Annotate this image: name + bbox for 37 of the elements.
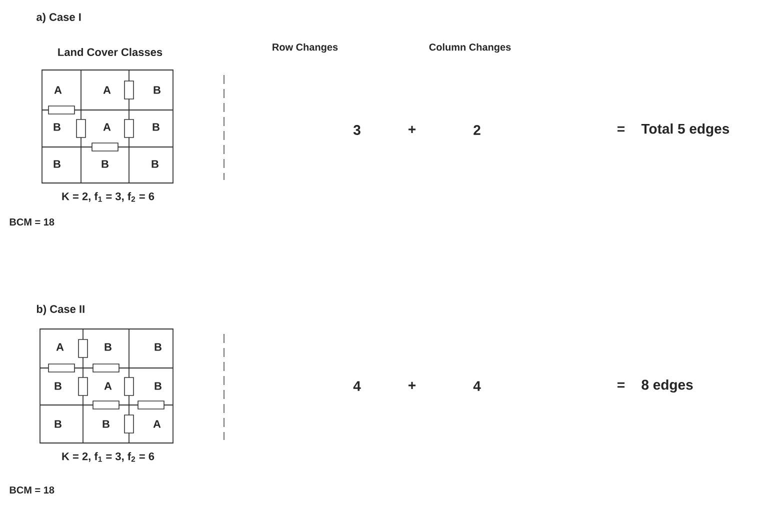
cell-letter: B bbox=[154, 343, 162, 351]
operator: = bbox=[618, 382, 625, 388]
count-value: 4 bbox=[473, 381, 481, 391]
operator: = bbox=[618, 126, 625, 132]
cell-letter: B bbox=[102, 160, 108, 168]
cell-letter: A bbox=[103, 123, 111, 131]
cell-letter: B bbox=[102, 420, 110, 428]
result-value: Total 5 edges bbox=[641, 123, 730, 137]
cell-letter: B bbox=[154, 86, 160, 94]
column-heading: Column Changes bbox=[429, 43, 511, 53]
operator: + bbox=[408, 126, 416, 133]
cell-letter: A bbox=[103, 86, 111, 94]
cell-letter: A bbox=[153, 420, 161, 428]
cell-letter: B bbox=[152, 123, 160, 131]
cell-letter: B bbox=[54, 160, 60, 168]
cell-letter: A bbox=[54, 86, 62, 94]
bcm-value: BCM = 18 bbox=[10, 218, 54, 226]
cell-letter: A bbox=[104, 382, 112, 390]
cell-letter: B bbox=[54, 420, 62, 428]
cell-letter: B bbox=[104, 343, 112, 351]
cell-letter: B bbox=[154, 382, 162, 390]
count-value: 4 bbox=[353, 381, 361, 391]
count-value: 2 bbox=[474, 125, 480, 135]
result-value: 8 edges bbox=[642, 379, 693, 393]
cell-letter: B bbox=[54, 123, 60, 131]
column-heading: Land Cover Classes bbox=[58, 48, 162, 56]
column-heading: Row Changes bbox=[272, 43, 338, 53]
bcm-value: BCM = 18 bbox=[10, 486, 54, 494]
parameter-text: K = 2, f$_{1}$ = 3, f$_{2}$ = 6 bbox=[62, 452, 154, 462]
operator: + bbox=[408, 382, 416, 390]
cell-letter: A bbox=[56, 343, 64, 351]
cell-letter: B bbox=[54, 382, 62, 390]
panel-heading: a) Case I bbox=[36, 12, 81, 24]
count-value: 3 bbox=[353, 125, 360, 135]
parameter-text: K = 2, f$_{1}$ = 3, f$_{2}$ = 6 bbox=[62, 192, 154, 202]
panel-heading: b) Case II bbox=[36, 304, 84, 316]
cell-letter: B bbox=[152, 160, 158, 168]
